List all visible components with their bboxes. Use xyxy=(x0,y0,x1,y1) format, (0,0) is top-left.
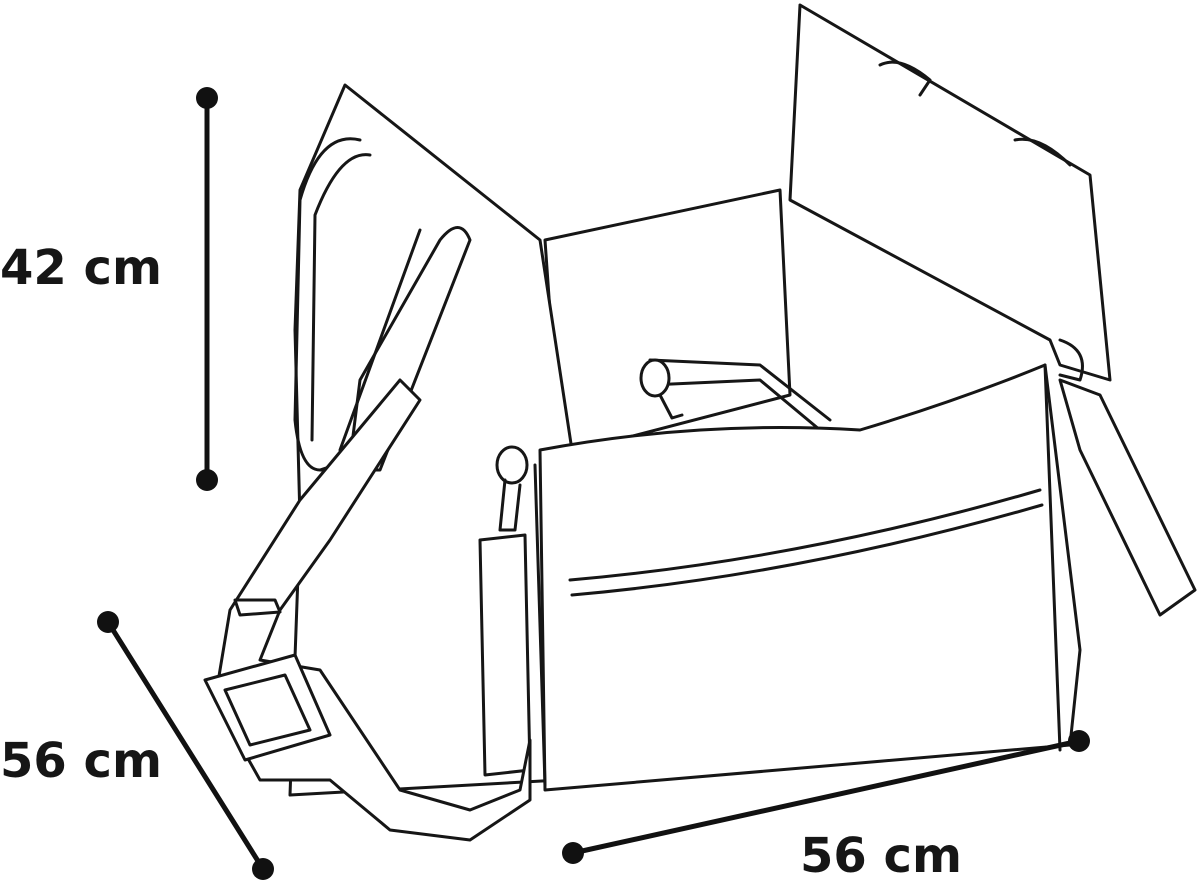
strap-slider xyxy=(233,598,282,617)
width-dimension xyxy=(562,730,1090,864)
back-flap-tab-2 xyxy=(1013,137,1072,167)
zipper-pull-hook xyxy=(498,478,522,532)
height-label: 42 cm xyxy=(0,240,162,296)
right-zipper xyxy=(1043,363,1062,752)
front-zipper xyxy=(568,488,1042,582)
inner-back-wall xyxy=(543,188,792,457)
tether-hook xyxy=(658,393,684,420)
width-label: 56 cm xyxy=(800,828,962,884)
width-line xyxy=(570,738,1082,856)
front-panel xyxy=(538,363,1082,792)
height-dot-top xyxy=(196,87,218,109)
back-flap-panel xyxy=(788,3,1112,382)
d-ring-right xyxy=(1058,338,1084,382)
zipper-pull-ring xyxy=(495,445,529,485)
front-zipper-inner xyxy=(570,503,1044,597)
strap-buckle-inner xyxy=(223,673,312,747)
back-flap-tab xyxy=(878,60,932,97)
depth-label: 56 cm xyxy=(0,733,162,789)
shoulder-strap-right xyxy=(1058,378,1197,617)
depth-dot-bottom xyxy=(252,858,274,880)
height-dimension xyxy=(196,87,218,491)
bag-illustration xyxy=(203,3,1197,842)
carry-handle xyxy=(293,137,472,472)
depth-line xyxy=(105,619,266,872)
left-zipper xyxy=(533,463,547,787)
height-dot-bottom xyxy=(196,469,218,491)
width-dot-right xyxy=(1068,730,1090,752)
width-dot-left xyxy=(562,842,584,864)
carry-handle-inner xyxy=(310,153,422,452)
tether-clip xyxy=(639,358,671,398)
zipper-pull-tab xyxy=(478,533,532,777)
depth-dot-top xyxy=(97,611,119,633)
depth-dimension xyxy=(97,611,274,880)
inner-tether xyxy=(648,358,832,432)
